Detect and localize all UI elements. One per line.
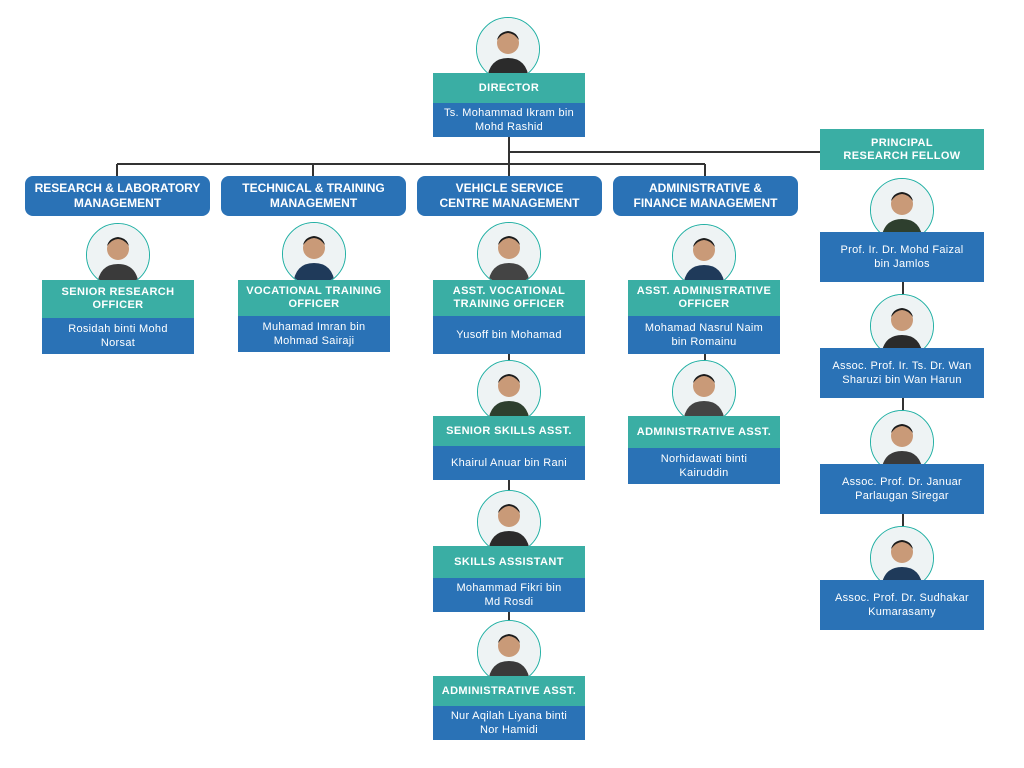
- vehicle-member-3-title: SKILLS ASSISTANT: [433, 546, 585, 578]
- vehicle-member-1-name: Yusoff bin Mohamad: [433, 316, 585, 354]
- person-icon: [87, 224, 149, 286]
- admin-member-1-name: Mohamad Nasrul Naim bin Romainu: [628, 316, 780, 354]
- person-icon: [283, 223, 345, 285]
- vehicle-member-2-avatar: [477, 360, 541, 424]
- fellow-1-name: Prof. Ir. Dr. Mohd Faizal bin Jamlos: [820, 232, 984, 282]
- dept-administrative-finance: ADMINISTRATIVE & FINANCE MANAGEMENT: [613, 176, 798, 216]
- person-icon: [478, 491, 540, 553]
- person-icon: [477, 18, 539, 80]
- training-officer-title: VOCATIONAL TRAINING OFFICER: [238, 280, 390, 316]
- admin-member-2-avatar: [672, 360, 736, 424]
- vehicle-member-2-name: Khairul Anuar bin Rani: [433, 446, 585, 480]
- dept-vehicle-service: VEHICLE SERVICE CENTRE MANAGEMENT: [417, 176, 602, 216]
- vehicle-member-4-name: Nur Aqilah Liyana binti Nor Hamidi: [433, 706, 585, 740]
- vehicle-member-2-title: SENIOR SKILLS ASST.: [433, 416, 585, 446]
- training-officer-avatar: [282, 222, 346, 286]
- fellow-2-name: Assoc. Prof. Ir. Ts. Dr. Wan Sharuzi bin…: [820, 348, 984, 398]
- dept-research-laboratory: RESEARCH & LABORATORY MANAGEMENT: [25, 176, 210, 216]
- director-avatar: [476, 17, 540, 81]
- admin-member-2-name: Norhidawati binti Kairuddin: [628, 448, 780, 484]
- fellow-1-avatar: [870, 178, 934, 242]
- fellow-4-name: Assoc. Prof. Dr. Sudhakar Kumarasamy: [820, 580, 984, 630]
- director-title: DIRECTOR: [433, 73, 585, 103]
- vehicle-member-3-name: Mohammad Fikri bin Md Rosdi: [433, 578, 585, 612]
- admin-member-2-title: ADMINISTRATIVE ASST.: [628, 416, 780, 448]
- vehicle-member-1-avatar: [477, 222, 541, 286]
- fellow-2-avatar: [870, 294, 934, 358]
- person-icon: [478, 223, 540, 285]
- admin-member-1-title: ASST. ADMINISTRATIVE OFFICER: [628, 280, 780, 316]
- admin-member-1-avatar: [672, 224, 736, 288]
- fellow-4-avatar: [870, 526, 934, 590]
- research-officer-title: SENIOR RESEARCH OFFICER: [42, 280, 194, 318]
- person-icon: [673, 361, 735, 423]
- person-icon: [478, 621, 540, 683]
- dept-technical-training: TECHNICAL & TRAINING MANAGEMENT: [221, 176, 406, 216]
- research-officer-name: Rosidah binti Mohd Norsat: [42, 318, 194, 354]
- fellow-header: PRINCIPAL RESEARCH FELLOW: [820, 129, 984, 170]
- vehicle-member-4-title: ADMINISTRATIVE ASST.: [433, 676, 585, 706]
- vehicle-member-4-avatar: [477, 620, 541, 684]
- person-icon: [673, 225, 735, 287]
- research-officer-avatar: [86, 223, 150, 287]
- vehicle-member-1-title: ASST. VOCATIONAL TRAINING OFFICER: [433, 280, 585, 316]
- fellow-3-name: Assoc. Prof. Dr. Januar Parlaugan Sirega…: [820, 464, 984, 514]
- training-officer-name: Muhamad Imran bin Mohmad Sairaji: [238, 316, 390, 352]
- person-icon: [478, 361, 540, 423]
- vehicle-member-3-avatar: [477, 490, 541, 554]
- director-name: Ts. Mohammad Ikram bin Mohd Rashid: [433, 103, 585, 137]
